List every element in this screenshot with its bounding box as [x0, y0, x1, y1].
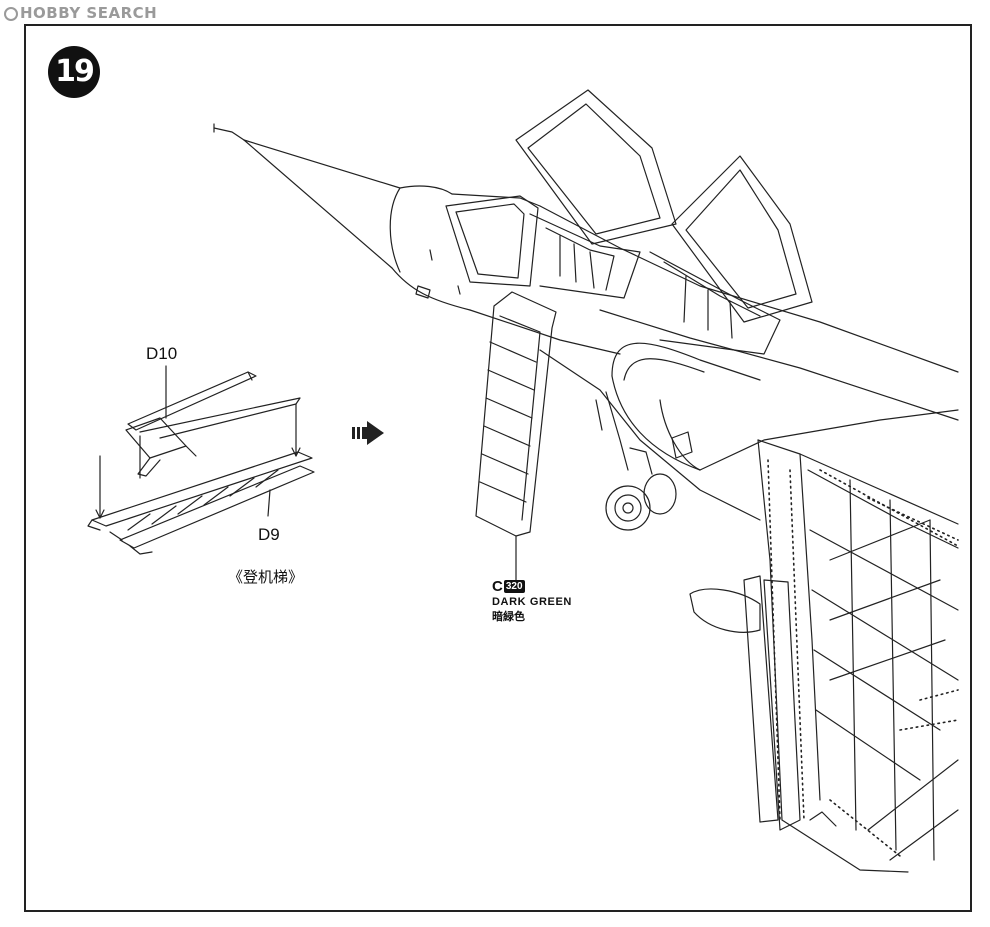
- watermark-text: HOBBY SEARCH: [20, 4, 158, 22]
- part-label-upper: D10: [146, 344, 178, 363]
- hobby-search-watermark: HOBBY SEARCH: [4, 4, 157, 22]
- paint-name-english: DARK GREEN: [492, 596, 572, 608]
- ladder-exploded-parts: [87, 365, 315, 555]
- paint-maker-code: C: [492, 578, 503, 595]
- paint-color-number: 320: [503, 580, 525, 593]
- watermark-logo-icon: [4, 7, 18, 21]
- paint-code: C 320: [492, 578, 572, 595]
- paint-callout: C 320 DARK GREEN 暗緑色: [492, 578, 572, 624]
- aircraft-forward-fuselage: [213, 89, 959, 531]
- assembly-arrow-icon: [352, 421, 384, 445]
- wing-rivet-lines: [767, 459, 959, 857]
- step-number-badge: 19: [48, 46, 100, 98]
- aircraft-wing: [689, 439, 959, 873]
- ladder-assembly-caption: 《登机梯》: [228, 568, 304, 586]
- instruction-frame: [24, 24, 972, 912]
- paint-name-chinese: 暗緑色: [492, 610, 525, 623]
- part-label-lower: D9: [258, 525, 280, 544]
- installed-boarding-ladder: [475, 291, 557, 581]
